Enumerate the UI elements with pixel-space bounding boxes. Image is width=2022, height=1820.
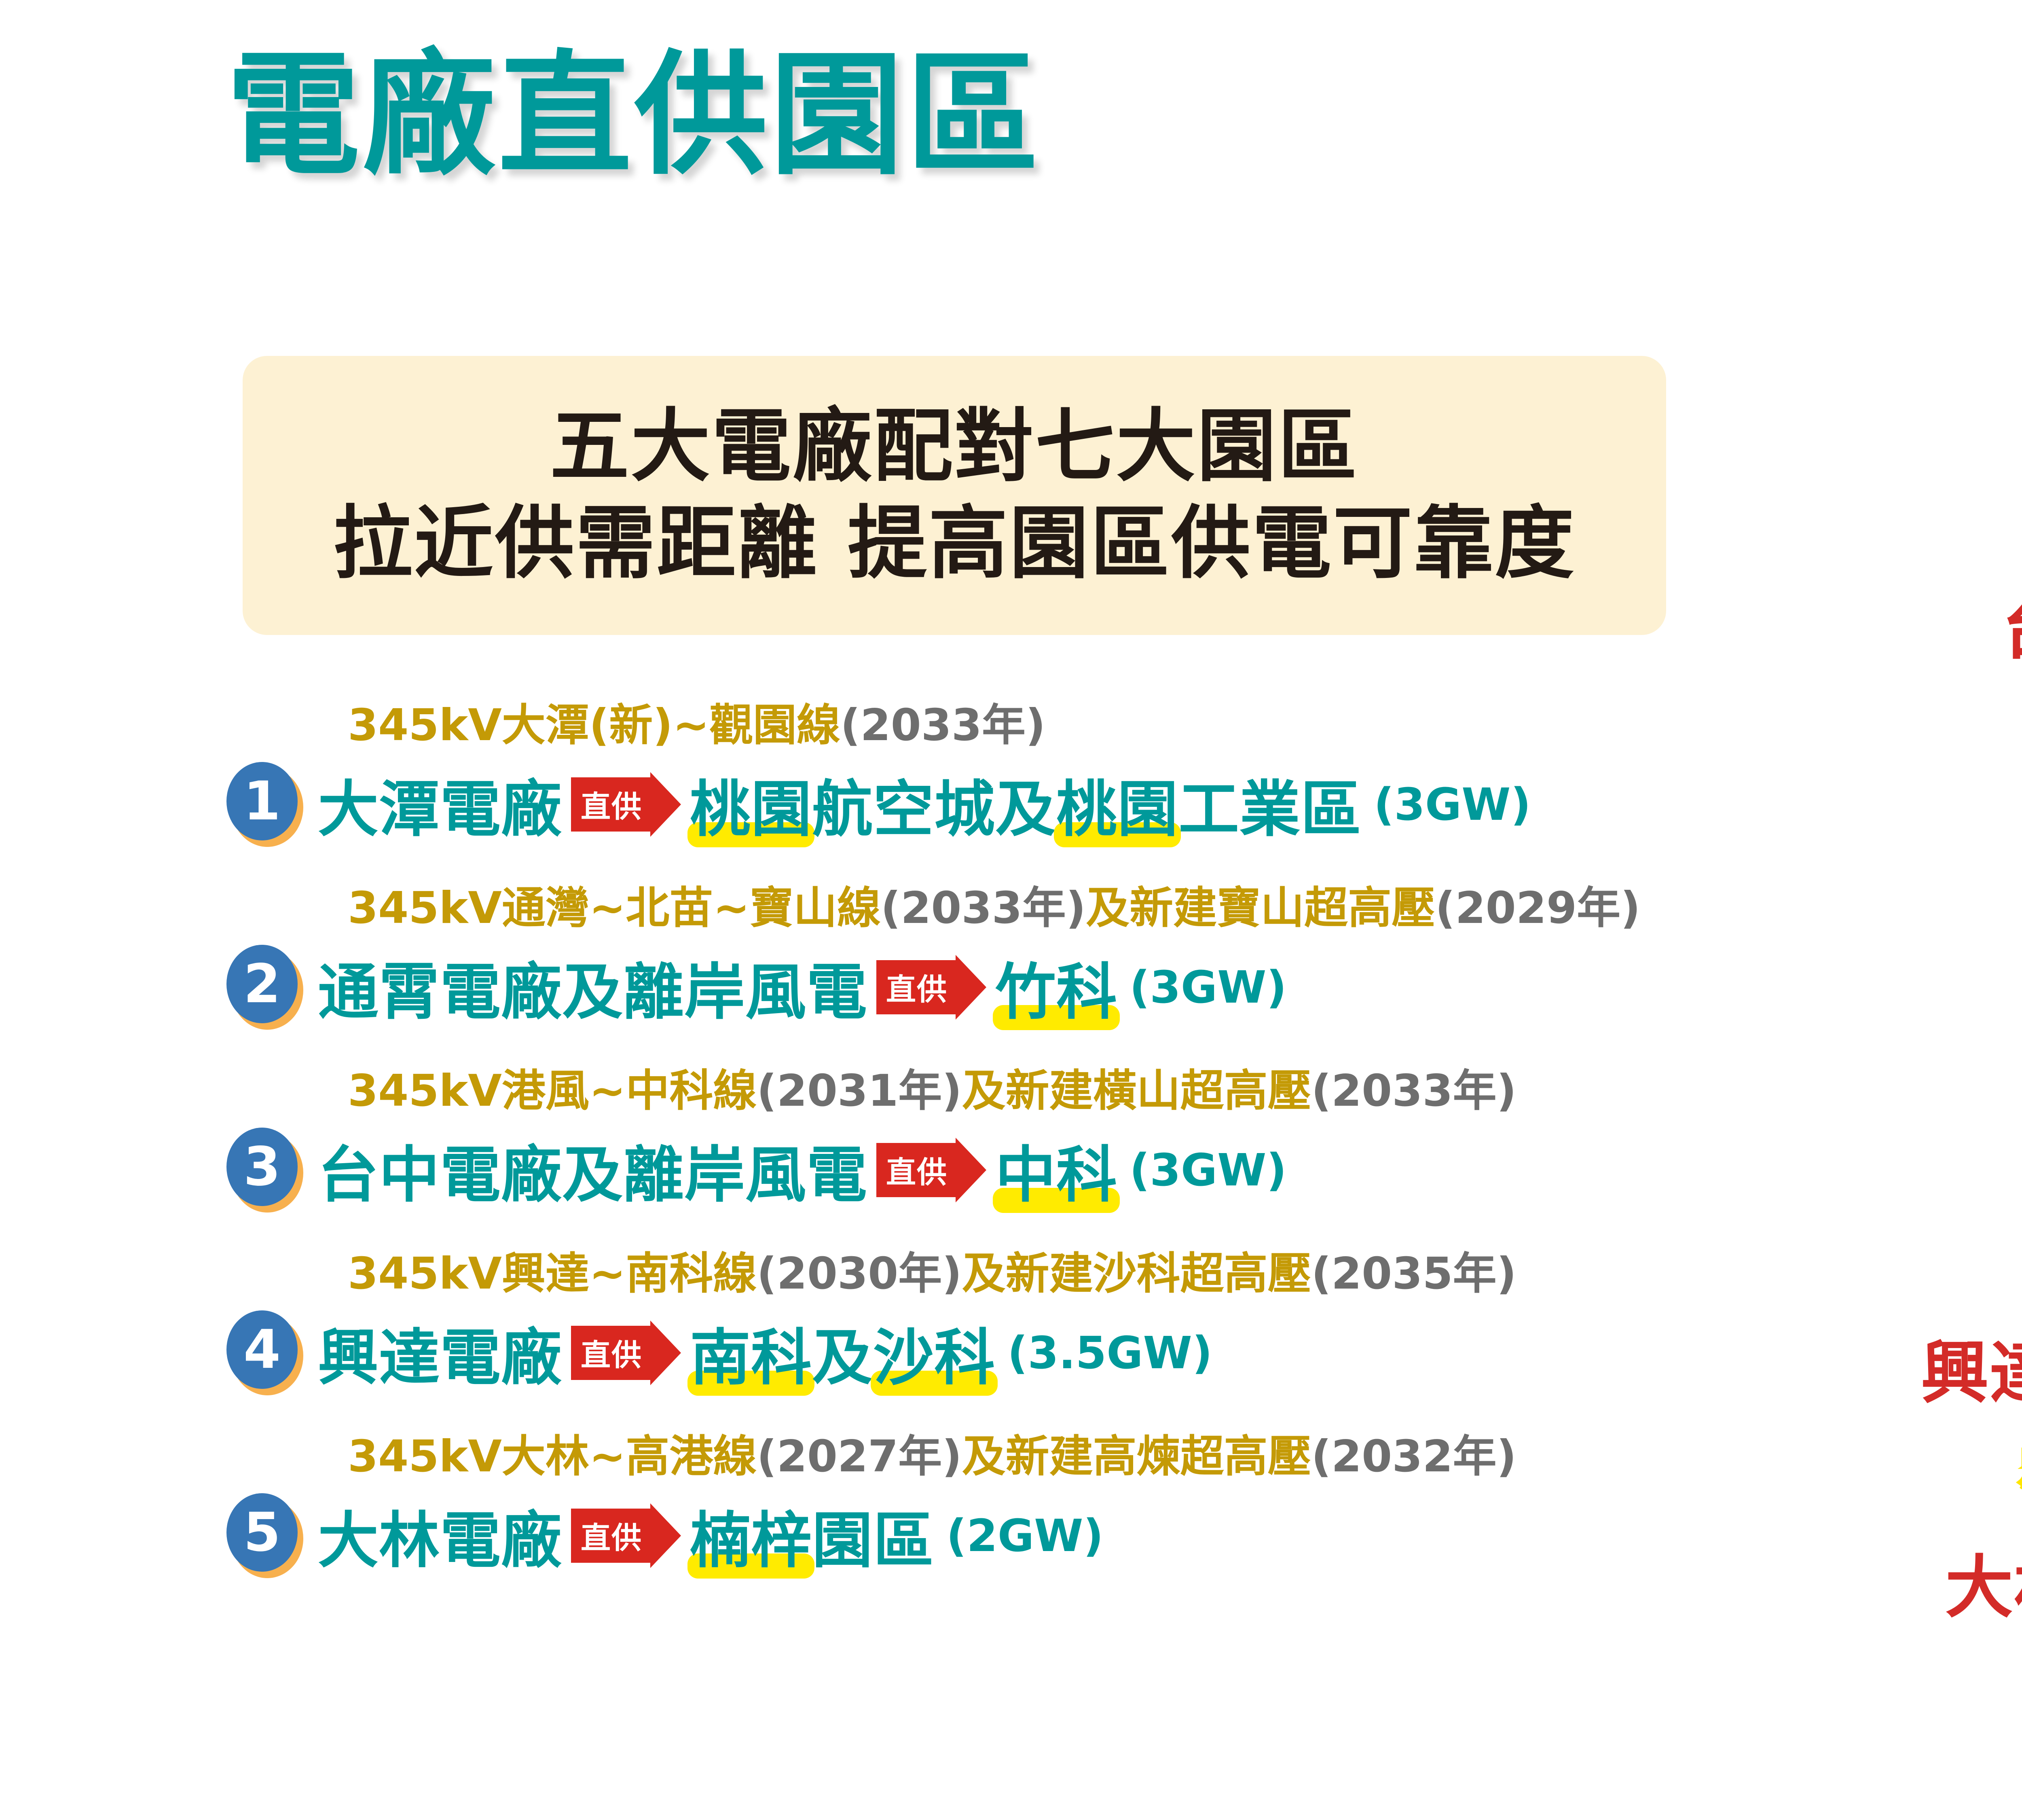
plan-sub-label-4: 345kV興達~南科線(2030年)及新建沙科超高壓(2035年): [348, 1252, 1516, 1296]
transmission-line-name-5: 345kV大林~高港線: [348, 1431, 757, 1482]
page-title: 電廠直供園區: [215, 37, 1051, 193]
plan-sub-label-2: 345kV通灣~北苗~寶山線(2033年)及新建寶山超高壓(2029年): [348, 887, 1640, 930]
badge-number-1: 1: [243, 770, 281, 832]
map-plant-label-taichung: 台中電廠: [2002, 595, 2022, 662]
plan-item-4: 345kV興達~南科線(2030年)及新建沙科超高壓(2035年) 4 興達電廠…: [226, 1252, 1941, 1435]
transmission-year-2: (2033年): [880, 883, 1086, 933]
plan-item-5: 345kV大林~高港線(2027年)及新建高煉超高壓(2032年) 5 大林電廠…: [226, 1435, 1941, 1618]
source-plant-3: 台中電廠及離岸風電: [318, 1140, 868, 1211]
source-plant-2: 通霄電廠及離岸風電: [318, 957, 868, 1028]
source-plant-4: 興達電廠: [318, 1323, 563, 1393]
capacity-1: (3GW): [1374, 778, 1531, 830]
plan-sub-label-3: 345kV港風~中科線(2031年)及新建橫山超高壓(2033年): [348, 1069, 1516, 1113]
transmission-year2-4: (2035年): [1311, 1249, 1516, 1299]
capacity-2: (3GW): [1129, 961, 1287, 1013]
badge-disc-icon: [226, 1493, 298, 1572]
transmission-line-name-3: 345kV港風~中科線: [348, 1066, 757, 1116]
badge-number-3: 3: [243, 1135, 281, 1198]
plan-main-row-3: 3 台中電廠及離岸風電 直供 中科 (3GW): [226, 1126, 1287, 1214]
transmission-year-4: (2030年): [757, 1249, 962, 1299]
dest-post-1: 工業區: [1178, 775, 1362, 845]
plan-main-row-2: 2 通霄電廠及離岸風電 直供 竹科 (3GW): [226, 943, 1287, 1031]
capacity-3: (3GW): [1129, 1144, 1287, 1196]
transmission-year-1: (2033年): [840, 700, 1046, 751]
direct-supply-tag-2: 直供: [876, 960, 957, 1014]
dest-mid-4: 及: [812, 1323, 874, 1393]
badge-number-2: 2: [243, 952, 281, 1015]
map-plant-label-talin: 大林電廠: [1945, 1547, 2022, 1627]
list-number-badge-1: 1: [226, 762, 303, 847]
plan-main-row-5: 5 大林電廠 直供 楠梓園區 (2GW): [226, 1492, 1104, 1579]
dest-zone-5: 楠梓園區: [687, 1492, 935, 1579]
left-content-panel: 電廠直供園區 五大電廠配對七大園區 拉近供需距離 提高園區供電可靠度 345kV…: [0, 0, 1941, 1820]
plan-item-1: 345kV大潭(新)~觀園線(2033年) 1 大潭電廠 直供 桃園航空城及桃園…: [226, 704, 1941, 887]
dest-mid-1: 航空城及: [812, 775, 1057, 845]
direct-supply-tag-4: 直供: [571, 1325, 651, 1380]
capacity-4: (3.5GW): [1007, 1327, 1213, 1379]
map-plant-label-hsingta: 興達電廠: [1921, 1333, 2022, 1413]
badge-disc-icon: [226, 1310, 298, 1389]
dest-hl-1a: 桃園: [687, 760, 815, 848]
dest-hl-4a: 南科: [687, 1309, 815, 1397]
badge-number-5: 5: [243, 1501, 281, 1564]
transmission-extra-3: 及新建橫山超高壓: [962, 1066, 1311, 1116]
badge-number-4: 4: [243, 1318, 281, 1381]
transmission-line-name-2: 345kV通灣~北苗~寶山線: [348, 883, 881, 933]
dest-hl-4b: 沙科: [871, 1309, 998, 1397]
badge-disc-icon: [226, 762, 298, 840]
transmission-extra-5: 及新建高煉超高壓: [962, 1431, 1311, 1482]
dest-hl-2a: 竹科: [993, 943, 1120, 1031]
badge-disc-icon: [226, 1127, 298, 1206]
transmission-year-5: (2027年): [757, 1431, 962, 1482]
plan-main-row-1: 1 大潭電廠 直供 桃園航空城及桃園工業區 (3GW): [226, 760, 1531, 848]
transmission-line-name-4: 345kV興達~南科線: [348, 1249, 757, 1299]
subtitle-card: 五大電廠配對七大園區 拉近供需距離 提高園區供電可靠度: [243, 356, 1666, 635]
subtitle-line-1: 五大電廠配對七大園區: [550, 400, 1359, 493]
direct-supply-tag-3: 直供: [876, 1143, 957, 1197]
direct-supply-tag-5: 直供: [571, 1508, 651, 1563]
list-number-badge-5: 5: [226, 1493, 303, 1578]
dest-hl-3a: 中科: [993, 1126, 1120, 1214]
plan-main-row-4: 4 興達電廠 直供 南科及沙科 (3.5GW): [226, 1309, 1212, 1397]
list-number-badge-3: 3: [226, 1127, 303, 1213]
transmission-year2-5: (2032年): [1311, 1431, 1516, 1482]
list-number-badge-4: 4: [226, 1310, 303, 1395]
plan-list: 345kV大潭(新)~觀園線(2033年) 1 大潭電廠 直供 桃園航空城及桃園…: [226, 704, 1941, 1618]
dest-hl-1b: 桃園: [1054, 760, 1181, 848]
transmission-extra-4: 及新建沙科超高壓: [962, 1249, 1311, 1299]
badge-disc-icon: [226, 944, 298, 1023]
transmission-extra-2: 及新建寶山超高壓: [1086, 883, 1436, 933]
transmission-year2-2: (2029年): [1435, 883, 1641, 933]
source-plant-1: 大潭電廠: [318, 775, 563, 845]
direct-supply-tag-1: 直供: [571, 777, 651, 832]
subtitle-line-2: 拉近供需距離 提高園區供電可靠度: [333, 497, 1576, 590]
dest-mid-5: 園區: [812, 1506, 935, 1576]
transmission-year2-3: (2033年): [1311, 1066, 1516, 1116]
source-plant-5: 大林電廠: [318, 1506, 563, 1576]
transmission-line-name-1: 345kV大潭(新)~觀園線: [348, 700, 841, 751]
taiwan-map-panel: 大潭電廠 1 桃園航空城 桃園工業區 竹科 通霄電廠 2 台中電廠 3 中科 南…: [1844, 0, 2022, 1820]
dest-zone-2: 竹科: [993, 943, 1120, 1031]
list-number-badge-2: 2: [226, 944, 303, 1030]
capacity-5: (2GW): [946, 1509, 1104, 1562]
plan-item-2: 345kV通灣~北苗~寶山線(2033年)及新建寶山超高壓(2029年) 2 通…: [226, 887, 1941, 1069]
transmission-year-3: (2031年): [757, 1066, 962, 1116]
dest-zone-4: 南科及沙科: [687, 1309, 998, 1397]
dest-zone-3: 中科: [993, 1126, 1120, 1214]
plan-item-3: 345kV港風~中科線(2031年)及新建橫山超高壓(2033年) 3 台中電廠…: [226, 1069, 1941, 1252]
dest-zone-1: 桃園航空城及桃園工業區: [687, 760, 1362, 848]
plan-sub-label-5: 345kV大林~高港線(2027年)及新建高煉超高壓(2032年): [348, 1435, 1516, 1479]
dest-hl-5a: 楠梓: [687, 1492, 815, 1579]
plan-sub-label-1: 345kV大潭(新)~觀園線(2033年): [348, 704, 1045, 747]
